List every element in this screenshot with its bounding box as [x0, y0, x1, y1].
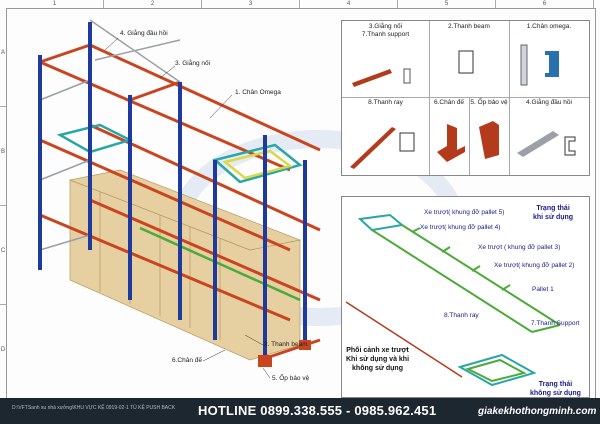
label-op-bao-ve: 5. Ốp bảo vệ: [272, 375, 310, 382]
title-block-path: D:\VFTSanh xu nhà xưởng\KHU VỰC KỆ 0919-…: [12, 405, 176, 411]
end-brace-icon: [517, 131, 576, 157]
label-giang-dau-hoi: 4. Giằng đầu hồi: [120, 30, 168, 37]
base-guards: [258, 340, 311, 367]
website-link[interactable]: giakekhothongminh.com: [478, 406, 597, 417]
parts-panel: 3.Giằng nối 7.Thanh support 2.Thanh beam…: [341, 20, 590, 176]
part-beam: 2.Thanh beam: [429, 21, 510, 98]
label-cart-4: Xe trượt( khung đỡ pallet 4): [420, 224, 501, 231]
label-cart-5: Xe trượt( khung đỡ pallet 5): [424, 209, 505, 216]
part-rail: 8.Thanh ray: [342, 97, 430, 175]
label-cart-3: Xe trượt ( khung đỡ pallet 3): [478, 244, 561, 251]
cart-perspective-caption: Phối cảnh xe trượt Khi sử dụng và khi kh…: [346, 347, 410, 372]
part-brace-support: 3.Giằng nối 7.Thanh support: [342, 21, 430, 98]
cart-detail-panel: [341, 196, 590, 398]
state-in-use: Trạng thái khi sử dụng: [533, 205, 574, 221]
uprights: [38, 22, 307, 360]
part-end-brace: 4.Giằng đầu hồi: [509, 97, 589, 175]
label-giang-noi: 3. Giằng nối: [175, 60, 211, 67]
rail-icon: [350, 127, 415, 169]
beam-profile-icon: [458, 50, 474, 74]
label-chan-de: 6.Chân đế: [172, 357, 202, 364]
label-cart-2: Xe trượt( khung đỡ pallet 2): [494, 262, 575, 269]
hotline-text: HOTLINE 0899.338.555 - 0985.962.451: [198, 403, 437, 418]
brace-support-icon: [352, 68, 411, 87]
part-guard: 5. Ốp bảo vệ: [469, 97, 510, 175]
label-chan-omega: 1. Chân Omega: [235, 89, 281, 96]
label-thanh-beam: 2. Thanh beam: [264, 341, 308, 348]
base-plate-icon: [437, 124, 465, 162]
state-not-in-use: Trạng thái không sử dụng: [530, 381, 581, 397]
rack-isometric-drawing: [38, 19, 321, 379]
guard-icon: [479, 121, 499, 159]
omega-profile-icon: [520, 44, 559, 86]
part-base: 6.Chân đế: [429, 97, 470, 175]
label-thanh-support: 7.Thanh Support: [531, 320, 580, 327]
hotline-banner: [0, 398, 600, 424]
end-braces: [39, 19, 181, 251]
beams: [39, 43, 321, 362]
part-omega: 1.Chân omega.: [509, 21, 589, 98]
cart-drawing: [345, 213, 561, 387]
label-pallet-1: Pallet 1: [532, 286, 554, 293]
label-thanh-ray: 8.Thanh ray: [444, 312, 479, 319]
